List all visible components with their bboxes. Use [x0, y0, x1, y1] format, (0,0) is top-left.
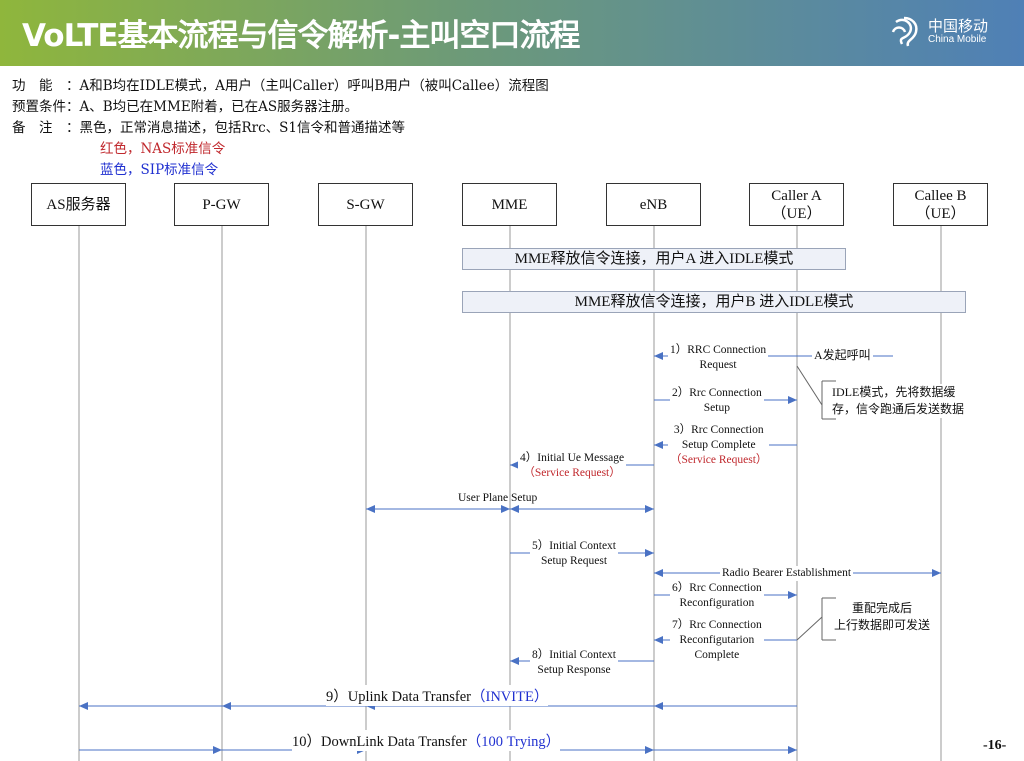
arrowhead	[654, 702, 663, 710]
bar-release-a: MME释放信令连接，用户A 进入IDLE模式	[462, 248, 846, 270]
msg-user-plane: User Plane Setup	[458, 492, 538, 504]
arrowhead	[788, 591, 797, 599]
msg-9-uplink: 9）Uplink Data Transfer（INVITE）	[326, 685, 549, 706]
china-mobile-logo-icon	[891, 16, 918, 47]
intro-function: 功 能 ：A和B均在IDLE模式，A用户（主叫Caller）呼叫B用户（被叫Ca…	[12, 78, 549, 94]
bar-release-b: MME释放信令连接，用户B 进入IDLE模式	[462, 291, 966, 313]
entity-box: AS服务器	[31, 183, 126, 226]
arrowhead	[645, 746, 654, 754]
entity-box: Callee B（UE）	[893, 183, 988, 226]
arrowhead	[510, 657, 519, 665]
note-reconfig: 重配完成后上行数据即可发送	[834, 600, 931, 634]
arrowhead	[654, 352, 663, 360]
page-number: -16-	[983, 738, 1007, 753]
intro-remark: 备 注 ：黑色，正常消息描述，包括Rrc、S1信令和普通描述等	[12, 120, 406, 136]
arrowhead	[510, 505, 519, 513]
arrowhead	[788, 746, 797, 754]
entity-box: P-GW	[174, 183, 269, 226]
arrowhead	[654, 569, 663, 577]
arrowhead	[510, 461, 519, 469]
intro-precondition: 预置条件：A、B均已在MME附着，已在AS服务器注册。	[12, 99, 359, 115]
note-connector	[796, 616, 823, 641]
note-call-start: A发起呼叫	[812, 347, 873, 364]
arrowhead	[213, 746, 222, 754]
entity-box: S-GW	[318, 183, 413, 226]
entity-box: MME	[462, 183, 557, 226]
arrowhead	[654, 636, 663, 644]
arrowhead	[222, 702, 231, 710]
note-idle: IDLE模式，先将数据缓存，信令跑通后发送数据	[832, 384, 965, 418]
msg-radio-bearer: Radio Bearer Establishment	[720, 566, 854, 581]
logo-cn: 中国移动	[928, 16, 989, 35]
arrowhead	[501, 505, 510, 513]
page-title: VoLTE基本流程与信令解析-主叫空口流程	[22, 18, 580, 54]
intro-legend-sip: 蓝色，SIP标准信令	[100, 162, 219, 178]
logo-en: China Mobile	[928, 33, 987, 45]
entity-box: eNB	[606, 183, 701, 226]
arrowhead	[79, 702, 88, 710]
arrowhead	[654, 441, 663, 449]
entity-box: Caller A（UE）	[749, 183, 844, 226]
arrowhead	[645, 549, 654, 557]
arrowhead	[932, 569, 941, 577]
intro-legend-nas: 红色，NAS标准信令	[100, 141, 226, 157]
arrowhead	[788, 396, 797, 404]
note-connector	[796, 365, 823, 406]
msg-4: 4）Initial Ue Message（Service Request）	[518, 451, 627, 481]
msg-10-downlink: 10）DownLink Data Transfer（100 Trying）	[292, 730, 561, 751]
